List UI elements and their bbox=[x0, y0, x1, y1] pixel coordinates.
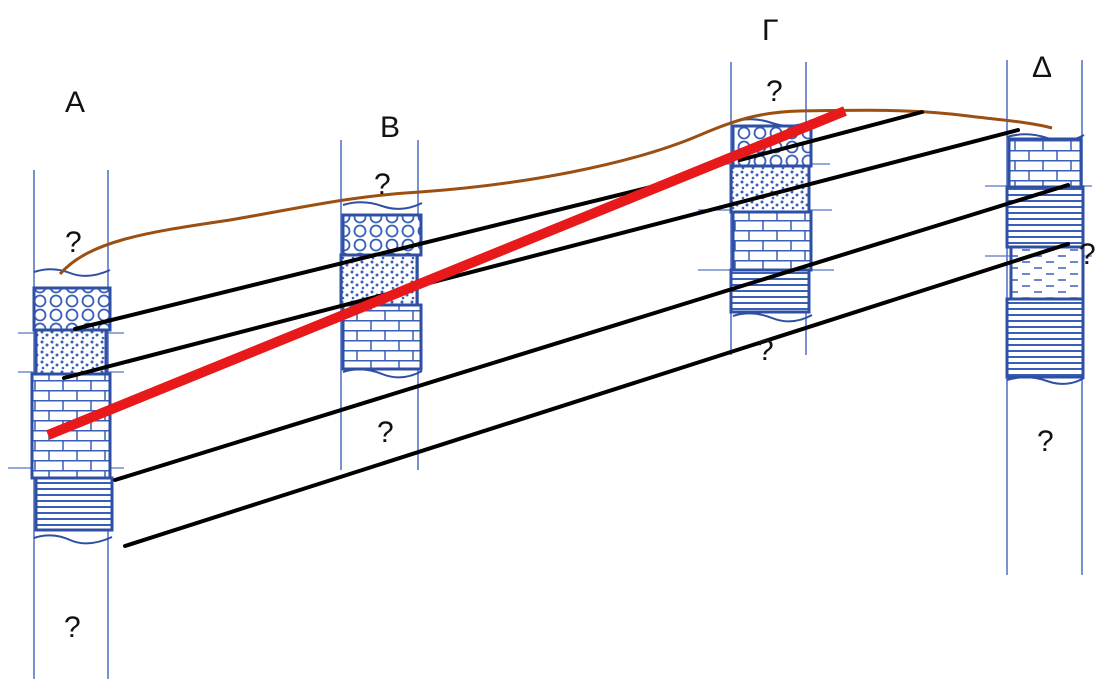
borehole-delta-label: Δ bbox=[1032, 51, 1052, 84]
correlation-lines bbox=[62, 110, 1070, 548]
borehole-gamma-bottom-question: ? bbox=[757, 334, 774, 367]
borehole-delta-layer-marl bbox=[1009, 245, 1085, 301]
borehole-b-top-break bbox=[342, 201, 423, 210]
borehole-a-bottom-question: ? bbox=[64, 611, 81, 644]
ground-surface-line bbox=[58, 108, 1053, 275]
borehole-a-layer-shale bbox=[34, 476, 114, 532]
correlation-line-4 bbox=[123, 242, 1070, 548]
borehole-a-top-break bbox=[33, 268, 111, 277]
correlation-line-2 bbox=[62, 128, 1020, 380]
borehole-a-label: A bbox=[65, 86, 85, 119]
borehole-b-layer-limestone bbox=[341, 303, 423, 371]
correlation-line-1 bbox=[73, 184, 657, 331]
borehole-b-label: B bbox=[380, 111, 400, 144]
borehole-delta-side-question: ? bbox=[1079, 238, 1096, 271]
borehole-delta-bottom-break bbox=[1006, 376, 1085, 385]
borehole-a-layer-sand bbox=[34, 328, 108, 376]
borehole-gamma-bottom-break bbox=[732, 312, 813, 323]
borehole-a bbox=[8, 170, 124, 679]
borehole-gamma-label: Γ bbox=[762, 14, 779, 47]
borehole-delta-layer-shale bbox=[1005, 185, 1085, 249]
borehole-a-bottom-break bbox=[33, 534, 113, 545]
fault-line bbox=[46, 106, 847, 440]
borehole-b-bottom-question: ? bbox=[377, 416, 394, 449]
borehole-gamma-layer-limestone bbox=[731, 210, 813, 272]
borehole-delta-layer-shale-lower bbox=[1005, 297, 1085, 379]
correlation-line-3 bbox=[113, 183, 1070, 482]
correlation-line-1-continuation bbox=[738, 110, 924, 162]
borehole-a-top-question: ? bbox=[65, 226, 82, 259]
borehole-b-top-question: ? bbox=[374, 168, 391, 201]
borehole-b-layer-gravel bbox=[341, 213, 423, 257]
borehole-gamma-top-question: ? bbox=[766, 75, 783, 108]
borehole-b-bottom-break bbox=[342, 368, 423, 379]
borehole-delta bbox=[985, 60, 1092, 575]
borehole-delta-layer-limestone bbox=[1007, 137, 1083, 189]
borehole-delta-bottom-question: ? bbox=[1037, 425, 1054, 458]
